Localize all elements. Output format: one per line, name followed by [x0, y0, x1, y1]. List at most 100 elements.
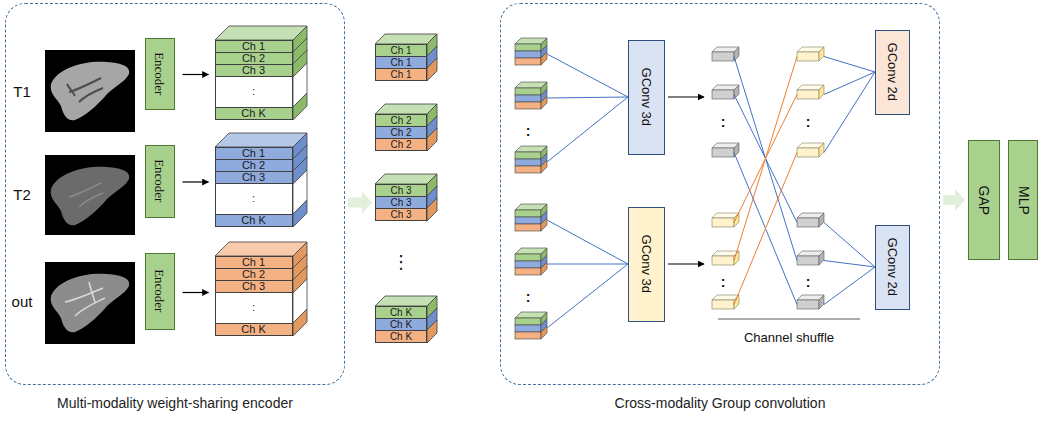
- modality-label: T1: [13, 83, 31, 100]
- label-anchor: Channel shuffle: [744, 328, 834, 346]
- dashed-panel: Cross-modality Group convolutionGConv 3d…: [500, 3, 940, 385]
- mlp-box: MLP: [1008, 140, 1038, 260]
- box-label: GAP: [976, 185, 993, 215]
- wire: [734, 57, 797, 261]
- ellipsis-mark: ⋮: [392, 251, 410, 273]
- stack-top: [375, 34, 437, 44]
- modality-stack: Ch KCh KCh K: [375, 306, 427, 343]
- channel-layer: Ch K: [215, 107, 293, 120]
- channel-layer: Ch 3: [215, 280, 293, 293]
- stack-side: [293, 200, 307, 227]
- gconv-box: GConv 3d: [628, 40, 665, 155]
- arrow: [668, 263, 704, 264]
- small-feature-stack: [515, 248, 547, 275]
- yellow-cube: [797, 47, 824, 61]
- wire: [547, 264, 628, 265]
- panel-caption: Multi-modality weight-sharing encoder: [6, 395, 344, 411]
- ellipsis-mark: :: [721, 114, 726, 130]
- box-label: GConv 2d: [884, 238, 900, 297]
- wire: [547, 97, 628, 162]
- stack-side: [427, 58, 437, 81]
- arrow-line: [183, 292, 209, 293]
- liver-vessels: [65, 282, 105, 316]
- gap-layer: :: [215, 184, 293, 214]
- stack-side: [427, 128, 437, 151]
- stack-top: [375, 104, 437, 114]
- modality-stack: Ch 2Ch 2Ch 2: [375, 114, 427, 151]
- modality-stack: Ch 3Ch 3Ch 3: [375, 184, 427, 221]
- channel-stack: Ch 1Ch 2Ch 3:Ch K: [215, 147, 293, 227]
- block-arrow: [943, 189, 965, 211]
- wire: [824, 267, 875, 305]
- liver-shape: [51, 167, 130, 226]
- channel-stack: Ch 1Ch 2Ch 3:Ch K: [215, 256, 293, 336]
- box-label: Encoder: [152, 269, 168, 312]
- liver-shape: [51, 62, 130, 121]
- gconv-box: GConv 3d: [628, 207, 665, 322]
- mri-image: [45, 262, 135, 344]
- yellow-cube: [797, 143, 824, 157]
- arrow-line: [183, 74, 209, 75]
- label-anchor: T1: [13, 83, 31, 101]
- encoder-box: Encoder: [145, 253, 175, 330]
- wire: [824, 57, 875, 73]
- ellipsis-mark: :: [721, 274, 726, 290]
- modality-label: T2: [13, 186, 31, 203]
- shuffle-label: Channel shuffle: [744, 330, 834, 345]
- stack-top: [215, 242, 307, 256]
- small-feature-stack: [515, 312, 547, 339]
- liver-vessels: [67, 78, 103, 102]
- panel-caption: Cross-modality Group convolution: [501, 395, 939, 411]
- label-anchor: T2: [13, 186, 31, 204]
- liver-shape: [51, 274, 130, 333]
- connector: [183, 292, 209, 293]
- ellipsis-mark: :: [526, 123, 531, 139]
- wire: [547, 264, 628, 328]
- bracket-line: [718, 319, 860, 320]
- small-feature-stack: [515, 146, 547, 173]
- stack-side: [427, 320, 437, 343]
- gray-cube: [797, 213, 824, 227]
- box-label: Encoder: [152, 159, 168, 202]
- channel-layer: Ch 3: [215, 171, 293, 184]
- wire: [734, 153, 797, 305]
- ellipsis-mark: :: [806, 114, 811, 130]
- connector: [183, 182, 209, 183]
- channel-layer: Ch K: [375, 330, 427, 343]
- connector: [943, 189, 965, 211]
- arrow-line: [183, 181, 209, 182]
- label-anchor: :: [806, 273, 811, 291]
- gconv-box: GConv 2d: [875, 30, 910, 115]
- encoder-box: Encoder: [145, 38, 175, 110]
- stack-side: [293, 93, 307, 120]
- channel-layer: Ch 2: [375, 138, 427, 151]
- group-input-wires: [547, 54, 628, 328]
- channel-layer: Ch K: [215, 323, 293, 336]
- box-label: GConv 3d: [638, 235, 654, 294]
- modality-label: out: [12, 293, 33, 310]
- group-output-wires: [824, 57, 875, 305]
- small-feature-stack: [515, 38, 547, 65]
- mri-image: [45, 155, 135, 235]
- gap-box: GAP: [968, 140, 1000, 260]
- gray-cube: [797, 295, 824, 309]
- block-arrow: [348, 192, 372, 214]
- wire: [824, 72, 875, 153]
- yellow-cube: [797, 85, 824, 99]
- wire: [547, 54, 628, 97]
- channel-stack: Ch 1Ch 2Ch 3:Ch K: [215, 40, 293, 120]
- wire: [824, 223, 875, 268]
- small-feature-stack: [515, 204, 547, 231]
- stack-side: [427, 198, 437, 221]
- wire: [734, 57, 797, 261]
- channel-layer: Ch 1: [375, 68, 427, 81]
- wire: [547, 220, 628, 264]
- stack-top: [215, 133, 307, 147]
- arrow: [668, 96, 704, 97]
- label-anchor: :: [721, 113, 726, 131]
- connector: [348, 192, 372, 214]
- encoder-box: Encoder: [145, 145, 175, 218]
- ellipsis-mark: :: [526, 289, 531, 305]
